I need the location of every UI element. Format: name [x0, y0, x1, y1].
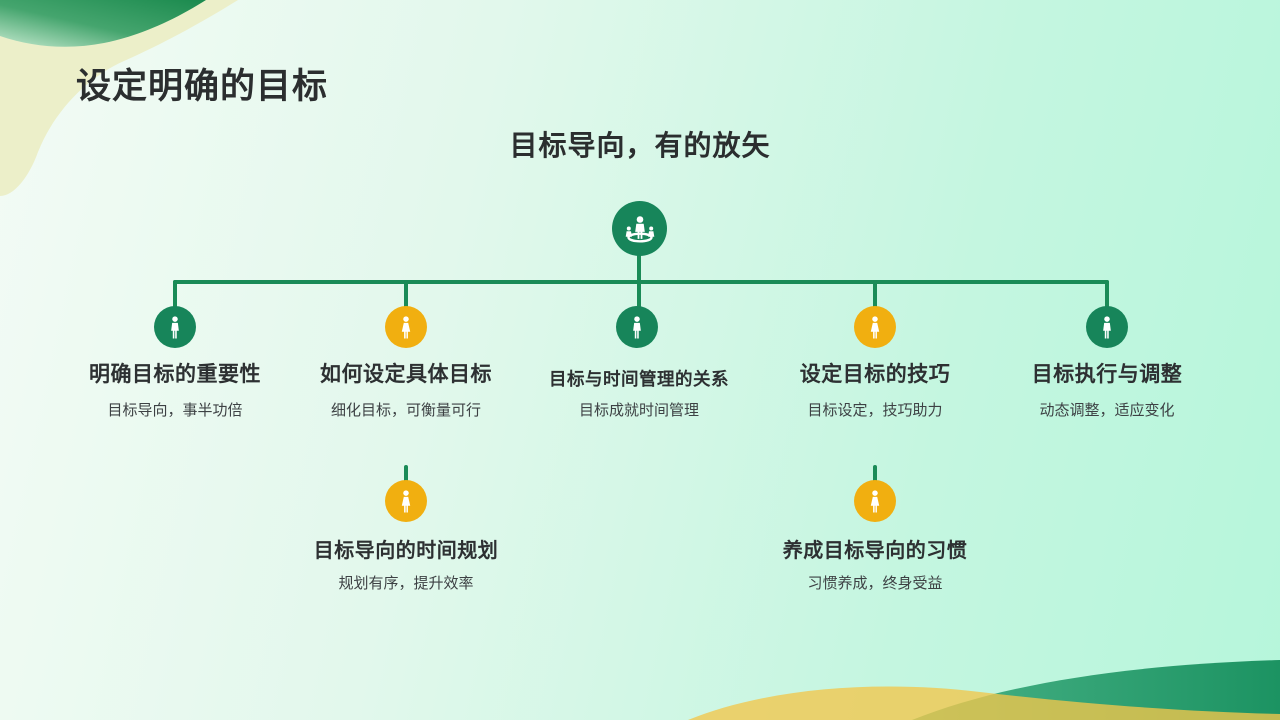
branch-subtitle-1: 目标导向，事半功倍	[107, 402, 243, 419]
slide-subtitle: 目标导向，有的放矢	[509, 130, 771, 161]
branch-title-3: 目标与时间管理的关系	[549, 369, 729, 389]
sub-branch-subtitle-2: 习惯养成，终身受益	[807, 575, 943, 592]
branch-node-1	[154, 306, 196, 348]
branch-title-1: 明确目标的重要性	[89, 363, 261, 386]
branch-subtitle-2: 细化目标，可衡量可行	[330, 402, 481, 419]
sub-branch-node-2	[854, 480, 896, 522]
branch-node-4	[854, 306, 896, 348]
branch-subtitle-3: 目标成就时间管理	[578, 402, 699, 419]
branch-title-5: 目标执行与调整	[1031, 363, 1183, 386]
branch-title-2: 如何设定具体目标	[320, 363, 492, 386]
person-icon	[401, 315, 411, 338]
sub-branch-title-2: 养成目标导向的习惯	[782, 540, 968, 562]
team-leader-icon	[625, 215, 654, 243]
branch-subtitle-4: 目标设定，技巧助力	[807, 402, 943, 419]
branch-title-4: 设定目标的技巧	[799, 363, 951, 386]
sub-branch-subtitle-1: 规划有序，提升效率	[338, 575, 474, 592]
person-icon	[633, 315, 641, 338]
person-icon	[870, 489, 880, 512]
branch-subtitle-5: 动态调整，适应变化	[1039, 402, 1175, 419]
person-icon	[171, 315, 179, 338]
slide-title: 设定明确的目标	[76, 67, 329, 106]
branch-node-5	[1086, 306, 1128, 348]
branch-node-3	[616, 306, 658, 348]
person-icon	[870, 315, 880, 338]
person-icon	[401, 489, 411, 512]
sub-branch-node-1	[385, 480, 427, 522]
person-icon	[1103, 315, 1111, 338]
root-node	[612, 201, 667, 256]
branch-node-2	[385, 306, 427, 348]
sub-branch-title-1: 目标导向的时间规划	[313, 540, 499, 562]
